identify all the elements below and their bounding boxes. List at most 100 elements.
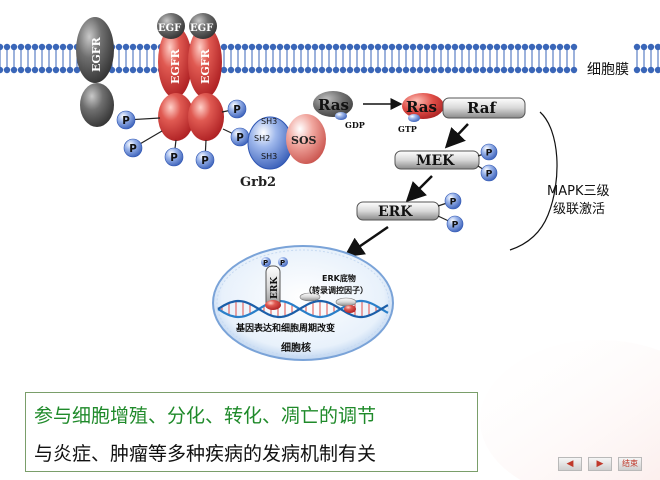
lipid-head-inner bbox=[17, 66, 25, 74]
lipid-head-inner bbox=[3, 66, 11, 74]
lipid-head-outer bbox=[24, 43, 32, 51]
lipid-head-inner bbox=[388, 66, 396, 74]
prev-slide-button[interactable]: ◀ bbox=[558, 457, 582, 471]
lipid-head-inner bbox=[395, 66, 403, 74]
lipid-head-inner bbox=[262, 66, 270, 74]
lipid-head-inner bbox=[220, 66, 228, 74]
nuclear-erk: ERK P P bbox=[261, 257, 288, 310]
lipid-head-inner bbox=[402, 66, 410, 74]
lipid-head-outer bbox=[66, 43, 74, 51]
lipid-head-outer bbox=[423, 43, 431, 51]
lipid-head-outer bbox=[241, 43, 249, 51]
lipid-head-inner bbox=[346, 66, 354, 74]
egfr-label-left: EGFR bbox=[169, 48, 182, 84]
lipid-head-inner bbox=[633, 66, 641, 74]
lipid-head-inner bbox=[423, 66, 431, 74]
lipid-head-outer bbox=[563, 43, 571, 51]
lipid-head-inner bbox=[339, 66, 347, 74]
phosphate-label: P bbox=[236, 132, 244, 144]
lipid-head-outer bbox=[465, 43, 473, 51]
lipid-head-inner bbox=[472, 66, 480, 74]
lipid-head-inner bbox=[444, 66, 452, 74]
lipid-head-outer bbox=[3, 43, 11, 51]
lipid-head-outer bbox=[220, 43, 228, 51]
ras-gtp: Ras GTP bbox=[398, 93, 444, 134]
lipid-head-inner bbox=[353, 66, 361, 74]
lipid-head-inner bbox=[115, 66, 123, 74]
lipid-head-outer bbox=[283, 43, 291, 51]
lipid-head-inner bbox=[465, 66, 473, 74]
lipid-head-inner bbox=[59, 66, 67, 74]
dna-strand bbox=[217, 299, 389, 319]
sh3-bottom-label: SH3 bbox=[261, 152, 277, 161]
egfr-label-right: EGFR bbox=[199, 48, 212, 84]
lipid-head-inner bbox=[52, 66, 60, 74]
phosphate-circle bbox=[195, 150, 215, 170]
lipid-head-outer bbox=[570, 43, 578, 51]
lipid-head-outer bbox=[556, 43, 564, 51]
lipid-head-outer bbox=[290, 43, 298, 51]
lipid-head-inner bbox=[451, 66, 459, 74]
lipid-head-inner bbox=[143, 66, 151, 74]
lipid-head-outer bbox=[549, 43, 557, 51]
lipid-head-inner bbox=[437, 66, 445, 74]
egfr-label-gray: EGFR bbox=[90, 36, 103, 72]
phosphate-label: P bbox=[170, 152, 178, 164]
lipid-head-outer bbox=[143, 43, 151, 51]
lipid-head-inner bbox=[500, 66, 508, 74]
phosphate-label: P bbox=[486, 147, 493, 158]
lipid-head-inner bbox=[227, 66, 235, 74]
lipid-head-outer bbox=[633, 43, 641, 51]
phosphate-circle bbox=[227, 99, 247, 119]
lipid-head-outer bbox=[528, 43, 536, 51]
lipid-head-inner bbox=[38, 66, 46, 74]
lipid-head-inner bbox=[129, 66, 137, 74]
end-show-button[interactable]: 结束 bbox=[618, 457, 642, 471]
lipid-head-inner bbox=[556, 66, 564, 74]
lipid-head-outer bbox=[458, 43, 466, 51]
lipid-head-outer bbox=[472, 43, 480, 51]
erk-substrate bbox=[299, 292, 357, 313]
mek-label: MEK bbox=[416, 153, 455, 169]
lipid-head-inner bbox=[521, 66, 529, 74]
lipid-head-inner bbox=[304, 66, 312, 74]
lipid-head-inner bbox=[66, 66, 74, 74]
lipid-head-outer bbox=[507, 43, 515, 51]
ras-gdp-label: Ras bbox=[318, 96, 349, 114]
phosphate-label: P bbox=[452, 219, 459, 230]
lipid-head-inner bbox=[549, 66, 557, 74]
lipid-head-outer bbox=[521, 43, 529, 51]
lipid-head-outer bbox=[647, 43, 655, 51]
erk-kinase: ERK bbox=[356, 201, 440, 221]
lipid-head-inner bbox=[640, 66, 648, 74]
phosphate-circle bbox=[446, 215, 464, 233]
lipid-head-inner bbox=[493, 66, 501, 74]
lipid-head-inner bbox=[458, 66, 466, 74]
phosphate-circle bbox=[123, 138, 143, 158]
lipid-head-inner bbox=[654, 66, 660, 74]
raf-kinase: Raf bbox=[442, 97, 526, 119]
lipid-head-outer bbox=[150, 43, 158, 51]
lipid-head-outer bbox=[304, 43, 312, 51]
membrane-label: 细胞膜 bbox=[587, 62, 629, 78]
raf-label: Raf bbox=[467, 99, 498, 117]
lipid-head-outer bbox=[430, 43, 438, 51]
gtp-label: GTP bbox=[398, 124, 417, 134]
lipid-head-inner bbox=[486, 66, 494, 74]
nuclear-erk-phospho-left bbox=[261, 257, 271, 267]
phosphate-circle bbox=[116, 110, 136, 130]
lipid-head-outer bbox=[227, 43, 235, 51]
summary-line-disease: 与炎症、肿瘤等多种疾病的发病机制有关 bbox=[34, 443, 377, 465]
next-slide-button[interactable]: ▶ bbox=[588, 457, 612, 471]
lipid-head-outer bbox=[59, 43, 67, 51]
mapk-cascade-bracket bbox=[509, 111, 558, 251]
lipid-head-outer bbox=[52, 43, 60, 51]
lipid-head-outer bbox=[248, 43, 256, 51]
lipid-head-outer bbox=[255, 43, 263, 51]
lipid-head-outer bbox=[416, 43, 424, 51]
lipid-head-inner bbox=[409, 66, 417, 74]
egfr-receptor-active-right: EGFR bbox=[188, 26, 224, 141]
lipid-head-outer bbox=[318, 43, 326, 51]
lipid-head-outer bbox=[325, 43, 333, 51]
